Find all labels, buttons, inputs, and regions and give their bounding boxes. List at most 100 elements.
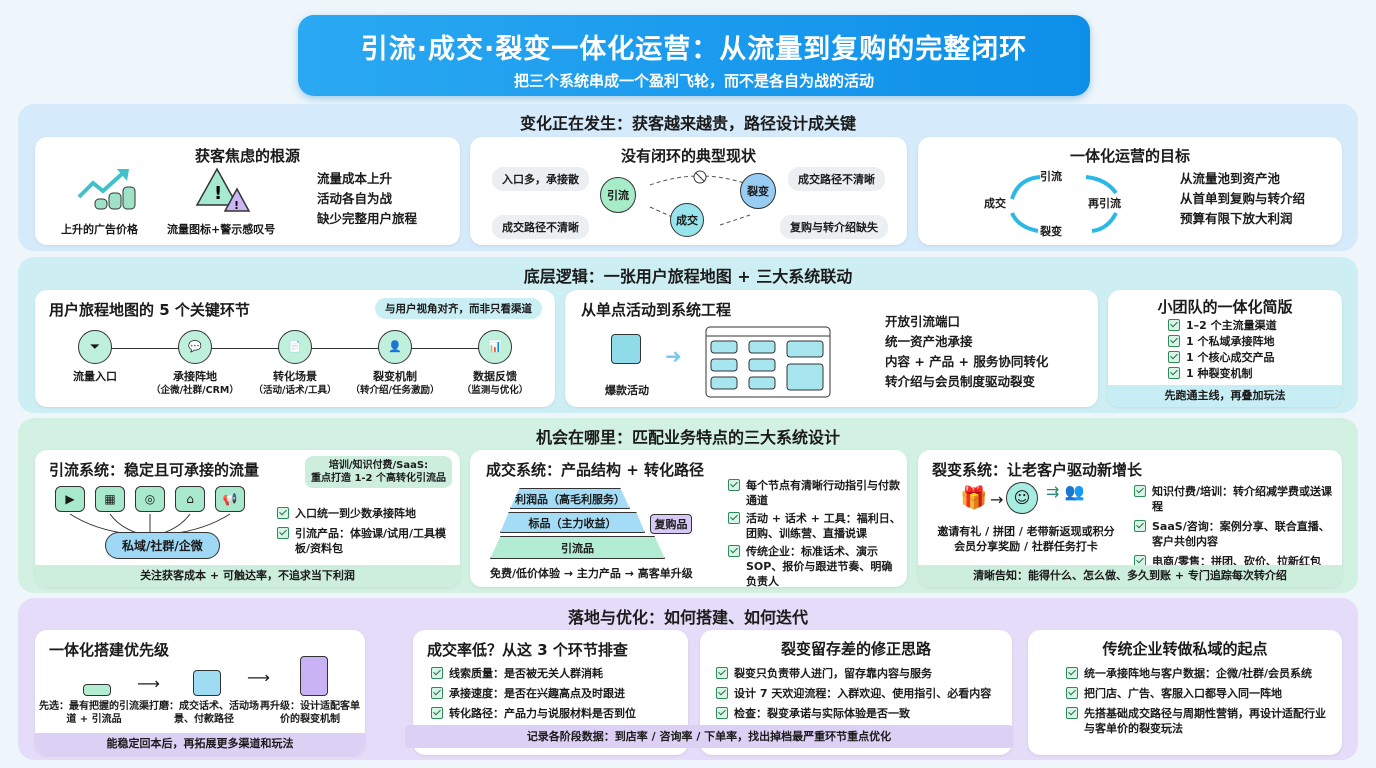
arrow-icon: ⟶	[137, 674, 160, 693]
issue-pill: 成交路径不清晰	[788, 167, 885, 191]
shared-footer: 记录各阶段数据：到店率 / 咨询率 / 下单率，找出掉档最严重环节重点优化	[405, 725, 1013, 748]
funnel-icon: ⏷	[78, 330, 112, 364]
list-item: 开放引流端口	[885, 314, 961, 329]
card-journey-map: 用户旅程地图的 5 个关键环节 与用户视角对齐，而非只看渠道 ⏷ 流量入口 💬承接…	[35, 290, 555, 407]
check-icon	[1168, 367, 1180, 379]
rising-price-icon	[77, 169, 136, 210]
check-icon	[716, 707, 728, 719]
node-deal: 成交	[670, 203, 704, 237]
priority-step: 打磨：成交话术、活动场景、付款路径	[149, 701, 259, 725]
engineering-list: 开放引流端口 统一资产池承接 内容 + 产品 + 服务协同转化 转介绍与会员制度…	[885, 312, 1048, 392]
check-icon	[728, 512, 740, 524]
arrow-icon: ⟶	[247, 668, 270, 687]
check-icon	[431, 687, 443, 699]
list-item: 知识付费/培训：转介绍减学费或送课程	[1152, 485, 1333, 513]
industry-badge: 培训/知识付费/SaaS:重点打造 1-2 个高转化引流品	[304, 456, 452, 488]
section-logic: 底层逻辑：一张用户旅程地图 + 三大系统联动 用户旅程地图的 5 个关键环节 与…	[18, 257, 1358, 413]
list-item: 活动各自为战	[317, 191, 393, 206]
list-item: 每个节点有清晰行动指引与付款通道	[746, 479, 900, 507]
list-item: 引流产品：体验课/试用/工具模板/资料包	[295, 527, 447, 555]
cycle-arrows-icon	[1010, 175, 1118, 233]
check-icon	[728, 545, 740, 557]
stage-large-block	[300, 656, 328, 696]
checklist: 统一承接阵地与客户数据：企微/社群/会员系统 把门店、广告、客服入口都导入同一阵…	[1066, 666, 1328, 741]
section-title: 机会在哪里：匹配业务特点的三大系统设计	[535, 428, 840, 447]
checklist: 裂变只负责带人进门，留存靠内容与服务 设计 7 天欢迎流程：入群欢迎、使用指引、…	[716, 666, 1008, 726]
smile-icon: ☺	[1006, 482, 1038, 514]
check-icon	[277, 527, 289, 539]
gift-icon	[611, 334, 641, 364]
issue-pill: 入口多，承接散	[492, 167, 589, 191]
icon-label: 上升的广告价格	[61, 223, 138, 236]
journey-step: 👤裂变机制（转介绍/任务激励）	[345, 330, 445, 397]
card-small-team: 小团队的一体化简版 1–2 个主流量渠道 1 个私域承接阵地 1 个核心成交产品…	[1108, 290, 1342, 407]
check-icon	[728, 479, 740, 491]
users-icon: ⇉ 👥	[1046, 482, 1085, 501]
card-traffic-system: 引流系统：稳定且可承接的流量 培训/知识付费/SaaS:重点打造 1-2 个高转…	[35, 450, 460, 587]
step-label: 数据反馈	[473, 370, 517, 383]
issue-pill: 成交路径不清晰	[492, 215, 589, 239]
warning-icon: !!	[195, 167, 251, 212]
system-diagram-icon	[705, 326, 831, 398]
video-icon: ▶	[55, 486, 85, 512]
list-item: 把门店、广告、客服入口都导入同一阵地	[1084, 687, 1282, 700]
gift-icon: 🎁	[960, 486, 988, 511]
icon-label: 爆款活动	[605, 384, 649, 397]
journey-step: 💬承接阵地（企微/社群/CRM）	[145, 330, 245, 397]
checklist: 知识付费/培训：转介绍减学费或送课程 SaaS/咨询：案例分享、联合直播、客户共…	[1134, 484, 1337, 574]
caption-line: 会员分享奖励 / 社群任务打卡	[954, 540, 1098, 553]
cycle-step: 裂变	[1040, 225, 1062, 238]
card-title: 一体化运营的目标	[1069, 147, 1190, 165]
card-title: 一体化搭建优先级	[49, 641, 170, 659]
check-icon	[716, 667, 728, 679]
list-item: 1 个私域承接阵地	[1186, 335, 1275, 348]
funnel-caption: 免费/低价体验 → 主力产品 → 高客单升级	[490, 567, 693, 580]
user-share-icon: 👤	[378, 330, 412, 364]
node-fission: 裂变	[740, 173, 776, 209]
card-acquisition-anxiety: 获客焦虑的根源 上升的广告价格 !! 流量图标+警示感叹号 流量成本上升 活动各…	[35, 137, 460, 245]
card-title: 传统企业转做私域的起点	[1102, 640, 1268, 658]
card-title: 从单点活动到系统工程	[581, 301, 732, 319]
list-item: 流量成本上升	[317, 171, 393, 186]
check-icon	[1134, 520, 1146, 532]
icon-label: 流量图标+警示感叹号	[167, 223, 276, 236]
list-item: 统一资产池承接	[885, 334, 973, 349]
card-build-priority: 一体化搭建优先级 ⟶ ⟶ 先选：最有把握的引流渠道 + 引流品 打磨：成交话术、…	[35, 630, 365, 755]
svg-text:!: !	[234, 199, 239, 212]
list-item: 从首单到复购与转介绍	[1180, 191, 1306, 206]
checklist: 1–2 个主流量渠道 1 个私域承接阵地 1 个核心成交产品 1 种裂变机制	[1168, 318, 1277, 382]
step-label: 转化场景	[273, 370, 317, 383]
list-item: SaaS/咨询：案例分享、联合直播、客户共创内容	[1152, 520, 1330, 548]
chat-icon: 💬	[178, 330, 212, 364]
card-footer: 先跑通主线，再叠加玩法	[1108, 385, 1342, 407]
step-sub: （企微/社群/CRM）	[151, 385, 239, 396]
header-banner: 引流·成交·裂变一体化运营：从流量到复购的完整闭环 把三个系统串成一个盈利飞轮，…	[298, 15, 1090, 96]
arrow-right-icon: ➜	[665, 344, 682, 368]
tier-standard: 标品（主力收益）	[500, 512, 645, 533]
list-item: 先搭基础成交路径与周期性营销，再设计适配行业与客单价的裂变玩法	[1084, 707, 1326, 735]
caption-line: 邀请有礼 / 拼团 / 老带新返现或积分	[937, 525, 1115, 538]
section-implementation: 落地与优化：如何搭建、如何迭代 一体化搭建优先级 ⟶ ⟶ 先选：最有把握的引流渠…	[18, 598, 1358, 760]
list-item: 统一承接阵地与客户数据：企微/社群/会员系统	[1084, 667, 1313, 680]
step-label: 裂变机制	[373, 370, 417, 383]
section-title: 变化正在发生：获客越来越贵，路径设计成关键	[519, 114, 856, 133]
stage-medium-block	[193, 670, 221, 696]
journey-step: 📄转化场景（活动/话术/工具）	[245, 330, 345, 397]
check-icon	[1168, 351, 1180, 363]
step-label: 流量入口	[73, 370, 117, 383]
alignment-badge: 与用户视角对齐，而非只看渠道	[375, 298, 542, 319]
section-opportunity: 机会在哪里：匹配业务特点的三大系统设计 引流系统：稳定且可承接的流量 培训/知识…	[18, 418, 1358, 593]
list-item: 电商/零售：拼团、砍价、拉新红包	[1152, 555, 1322, 568]
card-title: 用户旅程地图的 5 个关键环节	[49, 301, 250, 319]
card-traditional-start: 传统企业转做私域的起点 统一承接阵地与客户数据：企微/社群/会员系统 把门店、广…	[1028, 630, 1342, 755]
list-item: 设计 7 天欢迎流程：入群欢迎、使用指引、必看内容	[734, 687, 992, 700]
checklist: 入口统一到少数承接阵地 引流产品：体验课/试用/工具模板/资料包	[277, 506, 452, 561]
page-title: 引流·成交·裂变一体化运营：从流量到复购的完整闭环	[360, 34, 1028, 65]
check-icon	[1168, 335, 1180, 347]
list-item: 1 个核心成交产品	[1186, 351, 1275, 364]
list-item: 转化路径：产品力与说服材料是否到位	[449, 707, 636, 720]
list-item: 转介绍与会员制度驱动裂变	[885, 374, 1036, 389]
list-item: 承接速度：是否在兴趣高点及时跟进	[449, 687, 625, 700]
check-icon	[431, 707, 443, 719]
tier-profit: 利润品（高毛利服务）	[510, 488, 630, 509]
